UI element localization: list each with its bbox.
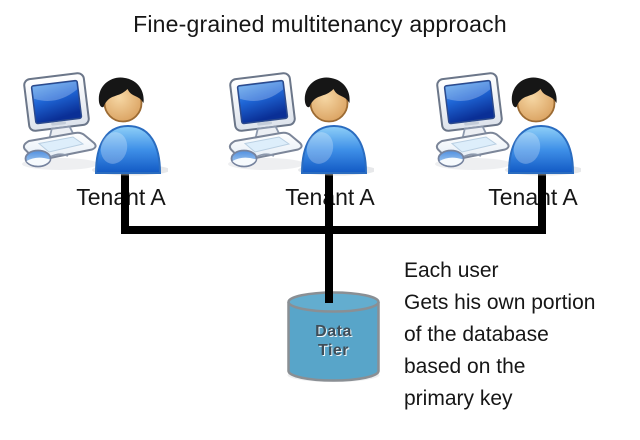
tenant-workstation-2 [224, 66, 374, 178]
annotation-text: Each user Gets his own portion of the da… [404, 259, 596, 410]
diagram-title: Fine-grained multitenancy approach [133, 11, 507, 37]
computer-user-icon [18, 66, 168, 178]
connector-horizontal-bus [121, 226, 546, 234]
data-tier-label: Data Tier [315, 323, 352, 359]
cylinder-body [287, 302, 380, 382]
tenant-label-3: Tenant A [488, 184, 578, 210]
cylinder-top [287, 291, 380, 313]
connector-right-vertical [538, 172, 546, 234]
computer-user-icon [431, 66, 581, 178]
tenant-workstation-1 [18, 66, 168, 178]
connector-left-vertical [121, 172, 129, 234]
computer-user-icon [224, 66, 374, 178]
connector-middle-vertical [325, 168, 333, 303]
tenant-workstation-3 [431, 66, 581, 178]
data-tier-cylinder-icon [287, 291, 380, 382]
